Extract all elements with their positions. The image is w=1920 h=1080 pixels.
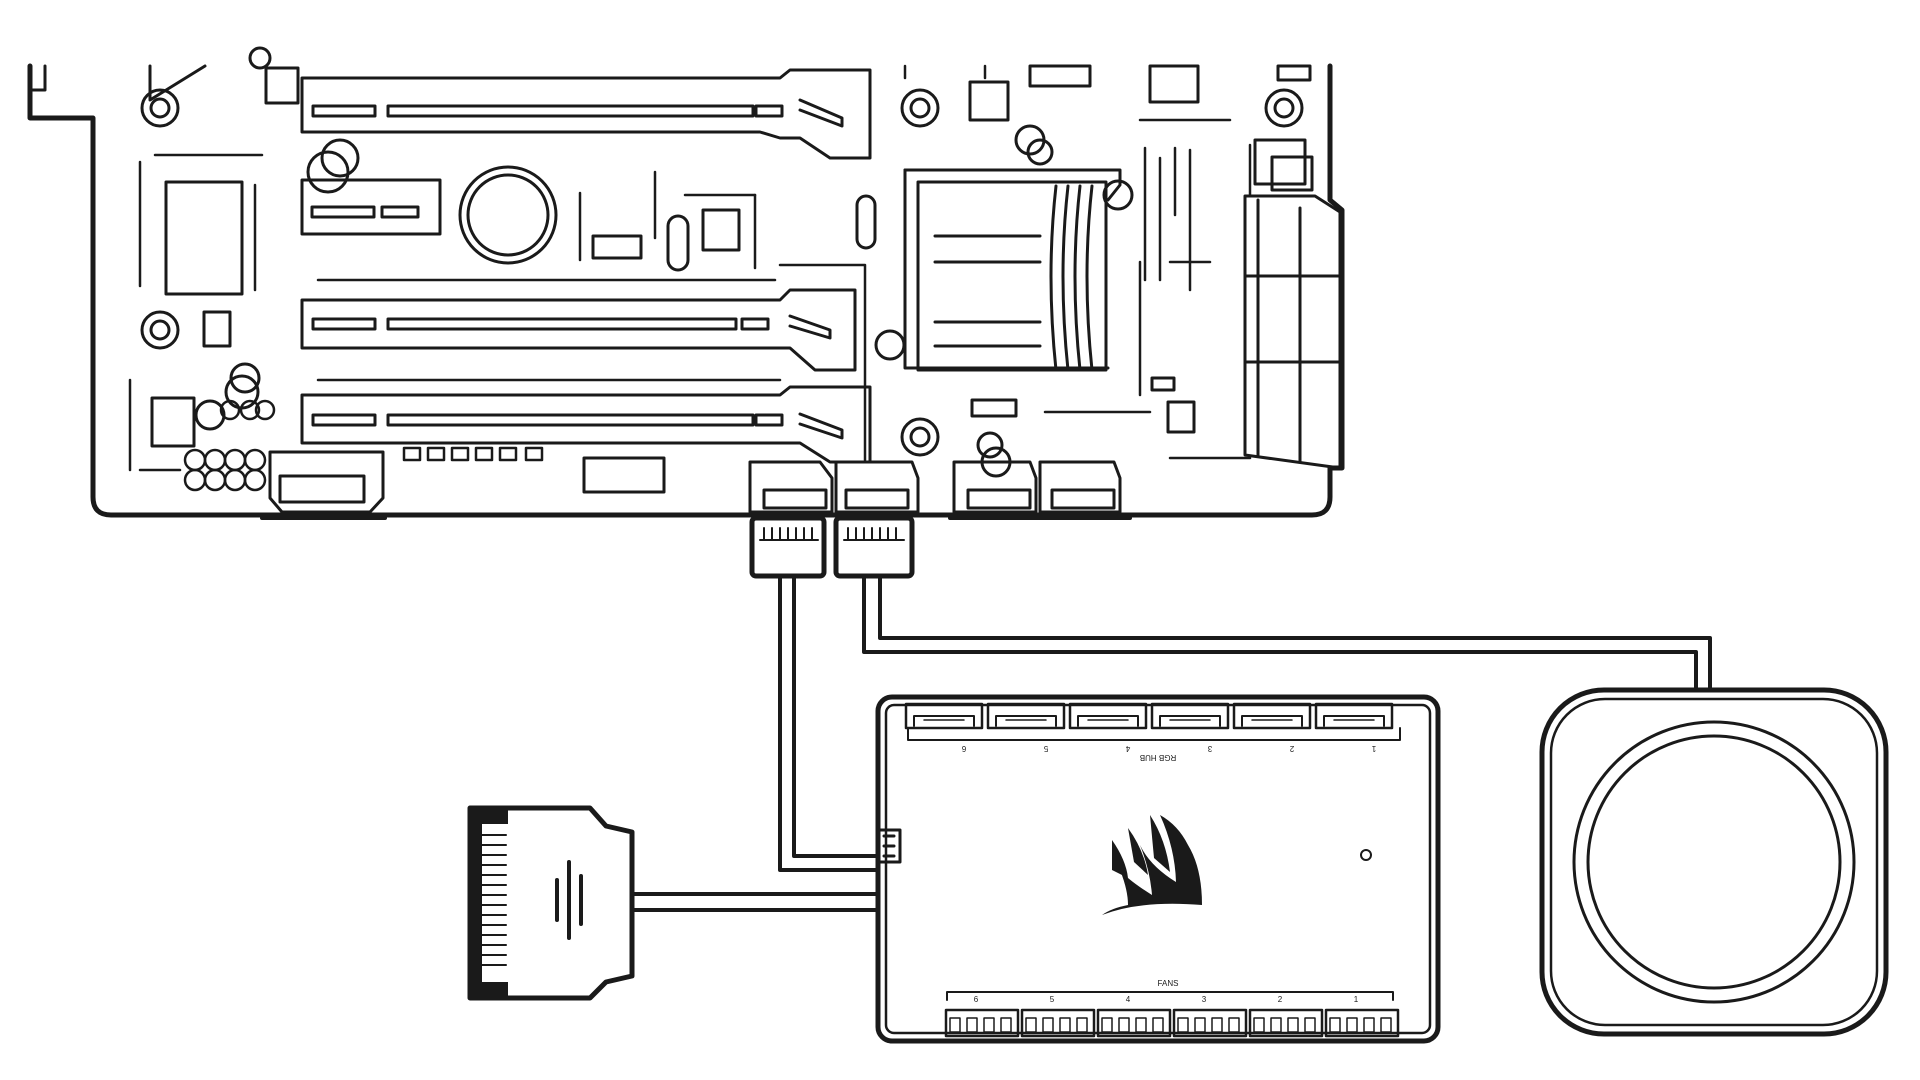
usb-cable-to-cooler [862, 574, 1712, 692]
fan-port-number: 5 [1050, 995, 1055, 1004]
board-header [952, 460, 1038, 514]
mounting-hole [900, 88, 940, 128]
cpu-cooler-pump-icon [1539, 687, 1889, 1037]
fan-port-number: 3 [1202, 995, 1207, 1004]
rgb-port-number: 6 [961, 744, 966, 753]
pcie-slot [300, 288, 857, 372]
cpu-socket [903, 168, 1122, 372]
rgb-port [1150, 702, 1230, 730]
fan-port [1248, 1008, 1324, 1038]
rgb-port-number: 1 [1371, 744, 1376, 753]
status-led [1360, 849, 1372, 861]
rgb-port-number: 3 [1207, 744, 1212, 753]
component-cluster [183, 399, 276, 492]
rgb-port-number: 2 [1289, 744, 1294, 753]
board-header [1038, 460, 1122, 514]
pcie-slot [300, 385, 872, 464]
rgb-port [1068, 702, 1148, 730]
rgb-port [1314, 702, 1394, 730]
fan-port [1096, 1008, 1172, 1038]
fan-port-row: 6 5 4 3 2 1 [944, 995, 1400, 1038]
mounting-hole [900, 417, 940, 457]
rgb-port [1232, 702, 1312, 730]
usb-cable-to-controller [778, 574, 880, 872]
fan-port [1020, 1008, 1096, 1038]
mounting-hole [140, 310, 180, 350]
rgb-port [986, 702, 1066, 730]
mounting-hole [1264, 88, 1304, 128]
motherboard-icon [27, 46, 1345, 520]
board-header [834, 460, 920, 514]
mounting-hole [140, 88, 180, 128]
pcie-slot [300, 68, 872, 160]
fan-port [1172, 1008, 1248, 1038]
fan-port-number: 6 [974, 995, 979, 1004]
rgb-port-number: 5 [1043, 744, 1048, 753]
usb-plug-controller [749, 515, 827, 579]
controller-hub: RGB HUB FANS 6 5 4 3 2 1 6 5 4 3 2 1 [875, 694, 1441, 1044]
controller-usb-port [876, 828, 902, 864]
rgb-hub-label: RGB HUB [1140, 753, 1176, 762]
pcie-x1-slot [300, 178, 442, 236]
fan-port-number: 4 [1126, 995, 1131, 1004]
atx-power-connector [1243, 194, 1342, 470]
fan-port [944, 1008, 1020, 1038]
corsair-sails-logo-icon [1102, 815, 1202, 915]
fan-port [1324, 1008, 1400, 1038]
fan-port-number: 2 [1278, 995, 1283, 1004]
rgb-port-row: 6 5 4 3 2 1 [904, 702, 1394, 753]
fans-label: FANS [1158, 979, 1179, 988]
usb-plug-cooler [833, 515, 915, 579]
fan-port-number: 1 [1354, 995, 1359, 1004]
rgb-port-number: 4 [1125, 744, 1130, 753]
sata-power-connector-icon [467, 805, 635, 1001]
board-header [748, 460, 834, 514]
usb-header-icon [260, 450, 387, 520]
sata-power-cable [630, 892, 880, 912]
rgb-port [904, 702, 984, 730]
